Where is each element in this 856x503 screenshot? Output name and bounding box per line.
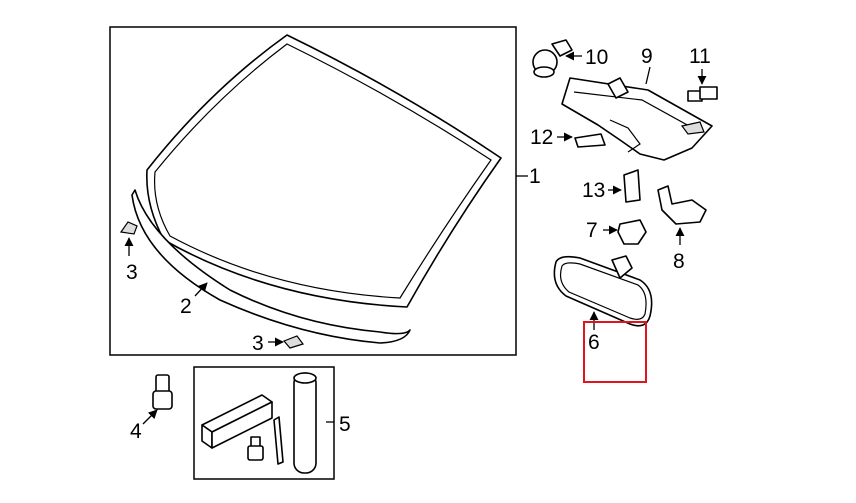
callout-9: 9	[641, 45, 653, 68]
part-13-clip-icon	[623, 169, 641, 203]
part-4-fitting-icon	[142, 374, 173, 425]
windshield-frame	[109, 26, 517, 356]
part-8-mirror-cover-icon	[657, 185, 707, 225]
callout-4: 4	[130, 420, 142, 443]
callout-12: 12	[530, 126, 553, 149]
callout-2: 2	[180, 295, 192, 318]
callout-10: 10	[585, 46, 608, 69]
part-7-mount-icon	[617, 219, 647, 245]
callout-3-upper: 3	[126, 261, 138, 284]
leader-2	[194, 282, 208, 297]
selected-part-highlight	[583, 321, 647, 383]
leader-9	[645, 66, 651, 85]
callout-7: 7	[586, 219, 598, 242]
part-12-clip-icon	[574, 133, 606, 148]
windshield-glass	[146, 34, 502, 308]
molding-clip-upper-icon	[119, 221, 138, 235]
part-9-camera-cover-icon	[561, 77, 713, 161]
callout-11: 11	[689, 45, 711, 68]
part-10-rain-sensor-icon	[532, 39, 573, 78]
callout-13: 13	[582, 179, 605, 202]
repair-kit-box	[193, 366, 335, 480]
callout-5: 5	[339, 413, 351, 436]
callout-6: 6	[588, 331, 600, 354]
part-6-rear-view-mirror-icon	[553, 255, 653, 327]
part-11-connector-icon	[687, 86, 718, 102]
callout-8: 8	[673, 250, 685, 273]
callout-1: 1	[529, 165, 541, 188]
molding-clip-lower-icon	[282, 335, 304, 349]
callout-3-lower: 3	[252, 332, 264, 355]
repair-kit-contents-icon	[201, 372, 317, 474]
